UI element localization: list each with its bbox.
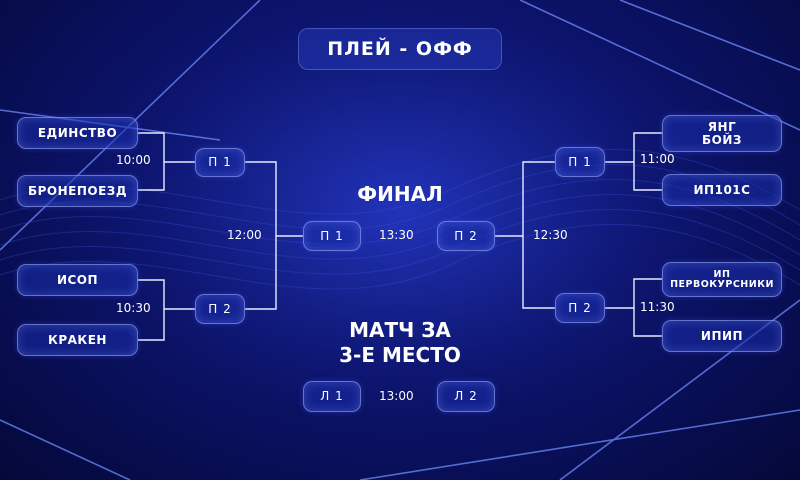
third-place-label-line2: 3-Е МЕСТО (339, 343, 461, 367)
final-label: ФИНАЛ (357, 182, 443, 206)
team-left-4[interactable]: КРАКЕН (17, 324, 138, 356)
team-right-1[interactable]: ЯНГ БОЙЗ (662, 115, 782, 152)
team-right-2[interactable]: ИП101С (662, 174, 782, 206)
time-right-1: 11:00 (640, 152, 675, 166)
team-left-1[interactable]: ЕДИНСТВО (17, 117, 138, 149)
team-right-4[interactable]: ИПИП (662, 320, 782, 352)
team-right-3[interactable]: ИП ПЕРВОКУРСНИКИ (662, 262, 782, 297)
time-left-semi: 12:00 (227, 228, 262, 242)
time-left-2: 10:30 (116, 301, 151, 315)
final-slot-left[interactable]: П 1 (303, 221, 361, 251)
time-left-1: 10:00 (116, 153, 151, 167)
third-place-slot-right[interactable]: Л 2 (437, 381, 495, 412)
semi-left-1[interactable]: П 1 (195, 148, 245, 177)
page-title: ПЛЕЙ - ОФФ (298, 28, 502, 70)
semi-right-1[interactable]: П 1 (555, 147, 605, 177)
third-place-time: 13:00 (379, 389, 414, 403)
team-left-2[interactable]: БРОНЕПОЕЗД (17, 175, 138, 207)
time-right-semi: 12:30 (533, 228, 568, 242)
final-time: 13:30 (379, 228, 414, 242)
third-place-slot-left[interactable]: Л 1 (303, 381, 361, 412)
semi-right-2[interactable]: П 2 (555, 293, 605, 323)
semi-left-2[interactable]: П 2 (195, 294, 245, 324)
final-slot-right[interactable]: П 2 (437, 221, 495, 251)
team-left-3[interactable]: ИСОП (17, 264, 138, 296)
time-right-2: 11:30 (640, 300, 675, 314)
third-place-label-line1: МАТЧ ЗА (349, 318, 451, 342)
